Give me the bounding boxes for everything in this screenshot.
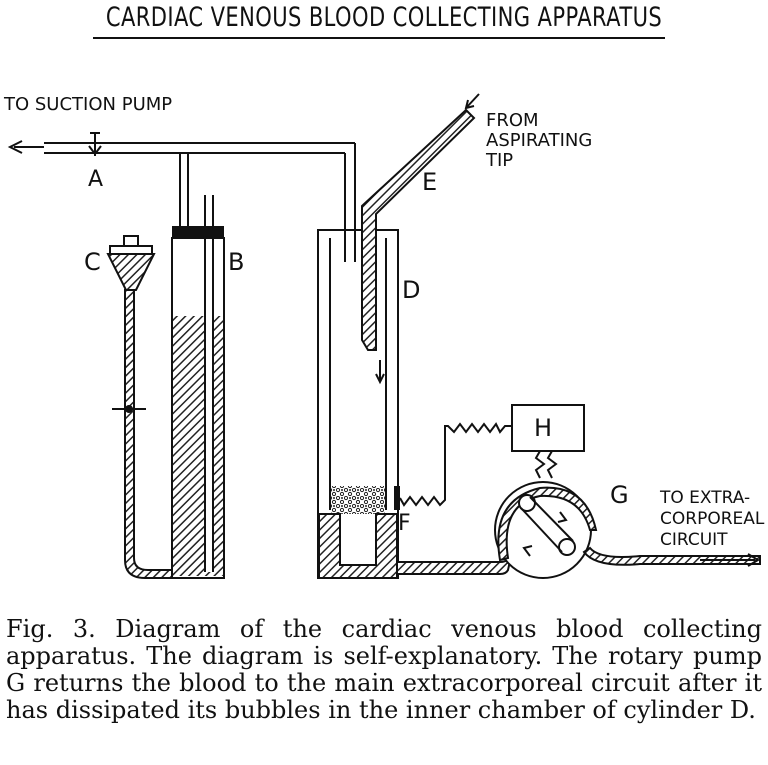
label-f: F [398,511,411,536]
label-from-line3: TIP [485,150,513,171]
funnel-c [106,235,173,579]
title-underline [93,37,665,39]
label-to-line1: TO EXTRA- [659,488,750,508]
rotary-pump-g [494,481,761,579]
label-a: A [88,167,103,192]
cylinder-d [317,229,400,579]
label-g: G [610,481,629,509]
label-suction: TO SUCTION PUMP [3,94,172,115]
label-h: H [534,414,552,442]
label-from-line1: FROM [486,110,539,131]
figure-caption: Fig. 3. Diagram of the cardiac venous bl… [6,615,762,724]
label-to-line2: CORPOREAL [660,509,765,529]
outlet-line [396,551,513,575]
inlet-tube-e [361,93,480,385]
figure-title: CARDIAC VENOUS BLOOD COLLECTING APPARATU… [105,2,663,33]
label-e: E [422,168,437,196]
label-c: C [84,248,101,276]
label-from-line2: ASPIRATING [486,130,592,151]
motor-h [399,404,585,507]
collecting-tube-b [171,195,225,579]
label-to-line3: CIRCUIT [660,530,728,550]
label-b: B [228,248,244,276]
label-d: D [402,276,420,304]
apparatus-diagram: TO SUCTION PUMP A B C D E F G H FROM ASP… [3,93,765,579]
suction-line [7,132,356,262]
